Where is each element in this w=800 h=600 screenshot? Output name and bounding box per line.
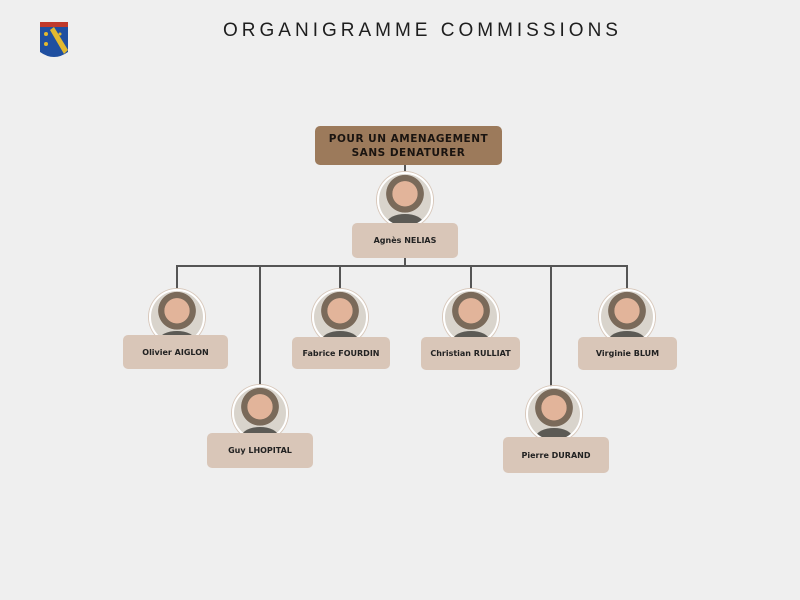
member-label: Guy LHOPITAL xyxy=(207,433,313,468)
connector xyxy=(550,265,552,389)
member-label: Christian RULLIAT xyxy=(421,337,520,370)
member-label: Fabrice FOURDIN xyxy=(292,337,390,369)
connector xyxy=(339,265,341,292)
connector xyxy=(176,265,628,267)
connector xyxy=(176,265,178,292)
member-label: Pierre DURAND xyxy=(503,437,609,473)
avatar xyxy=(377,172,433,228)
member-label: Olivier AIGLON xyxy=(123,335,228,369)
connector xyxy=(626,265,628,292)
connector xyxy=(259,265,261,389)
commission-title-box: POUR UN AMENAGEMENT SANS DENATURER xyxy=(315,126,502,165)
member-label: Virginie BLUM xyxy=(578,337,677,370)
leader-label: Agnès NELIAS xyxy=(352,223,458,258)
avatar xyxy=(526,386,582,442)
connector xyxy=(404,258,406,267)
connector xyxy=(404,165,406,177)
coat-of-arms-icon xyxy=(40,22,68,57)
connector xyxy=(470,265,472,292)
page-title: ORGANIGRAMME COMMISSIONS xyxy=(223,20,622,41)
